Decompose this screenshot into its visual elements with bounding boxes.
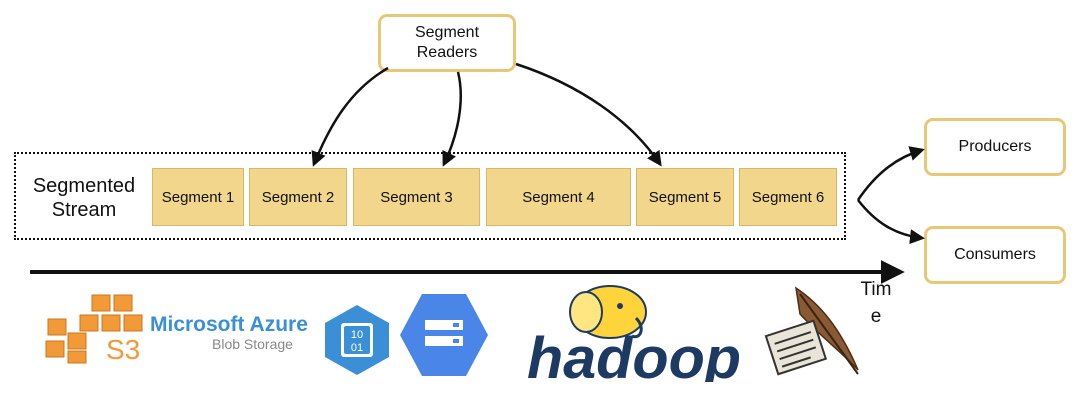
segment-label: Segment 3 xyxy=(380,188,453,206)
segment-label: Segment 4 xyxy=(522,188,595,206)
segment-2: Segment 2 xyxy=(249,168,347,226)
segment-label: Segment 5 xyxy=(648,188,722,206)
producers-box: Producers xyxy=(924,118,1066,176)
consumers-box: Consumers xyxy=(924,226,1066,284)
segment-1: Segment 1 xyxy=(152,168,244,226)
feather-scroll-icon xyxy=(764,286,859,376)
reader-arrow-to-segment-5 xyxy=(515,62,662,167)
segmented-stream-frame xyxy=(14,152,846,240)
arrow-to-consumers xyxy=(857,199,925,245)
reader-arrow-to-segment-2 xyxy=(311,66,389,167)
svg-text:10: 10 xyxy=(351,329,363,341)
aws-s3-icon: S3 xyxy=(45,294,143,365)
azure-blob-icon: 10 01 xyxy=(325,305,389,375)
producers-label: Producers xyxy=(958,138,1032,155)
google-cloud-storage-icon xyxy=(400,294,488,376)
segment-5: Segment 5 xyxy=(636,168,734,226)
hadoop-elephant-icon: hadoop xyxy=(527,285,741,382)
hadoop-text: hadoop xyxy=(527,326,741,382)
azure-subtitle: Blob Storage xyxy=(212,336,293,352)
arrow-to-producers xyxy=(856,146,925,201)
segment-4: Segment 4 xyxy=(486,168,631,226)
svg-text:01: 01 xyxy=(351,342,363,354)
segment-readers-label: Segment Readers xyxy=(414,24,480,61)
segment-label: Segment 2 xyxy=(261,188,335,206)
s3-text: S3 xyxy=(106,334,140,365)
segment-label: Segment 6 xyxy=(751,188,825,206)
consumers-label: Consumers xyxy=(954,246,1036,263)
segment-label: Segment 1 xyxy=(161,188,235,206)
segment-6: Segment 6 xyxy=(739,168,837,226)
reader-arrow-to-segment-3 xyxy=(442,71,462,167)
azure-title: Microsoft Azure xyxy=(150,313,308,336)
segmented-stream-label: Segmented Stream xyxy=(32,175,136,221)
segment-3: Segment 3 xyxy=(353,168,480,226)
segment-readers-box: Segment Readers xyxy=(378,14,516,72)
time-axis-label: Time xyxy=(860,279,892,327)
